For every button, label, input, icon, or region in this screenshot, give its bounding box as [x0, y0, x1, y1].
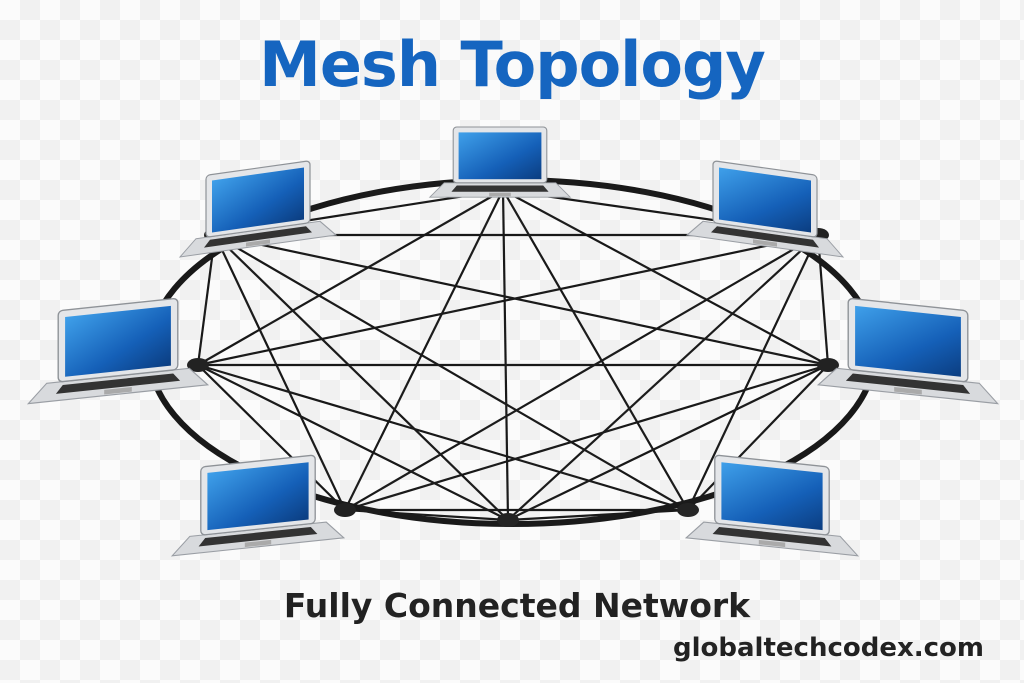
- laptop-icon: [816, 297, 1000, 405]
- mesh-link: [214, 234, 689, 511]
- mesh-link: [816, 234, 830, 366]
- laptop-icon: [428, 126, 572, 198]
- diagram-title: Mesh Topology: [259, 28, 766, 101]
- mesh-link: [197, 189, 504, 366]
- mesh-link: [344, 508, 509, 522]
- laptop-top-right[interactable]: [685, 157, 845, 258]
- mesh-link: [501, 189, 510, 521]
- mesh-link: [197, 364, 509, 521]
- connector-node: [817, 358, 839, 372]
- laptop-icon: [170, 454, 346, 557]
- laptop-left[interactable]: [26, 295, 210, 405]
- mesh-link: [687, 364, 829, 511]
- laptop-bottom-right[interactable]: [684, 452, 860, 557]
- laptop-top-left[interactable]: [178, 157, 338, 258]
- mesh-link: [196, 234, 217, 366]
- mesh-link: [507, 364, 829, 521]
- laptop-top[interactable]: [428, 126, 572, 198]
- laptop-icon: [685, 160, 845, 258]
- laptop-bottom-left[interactable]: [170, 452, 346, 557]
- mesh-link: [502, 189, 689, 511]
- mesh-link: [197, 363, 689, 512]
- mesh-link: [214, 233, 829, 367]
- mesh-link: [507, 508, 689, 522]
- mesh-link: [197, 233, 819, 367]
- mesh-link: [214, 234, 346, 511]
- mesh-link: [502, 189, 829, 366]
- mesh-link: [344, 189, 504, 511]
- connector-node: [334, 503, 356, 517]
- laptop-right[interactable]: [816, 295, 1000, 405]
- connector-node: [677, 503, 699, 517]
- mesh-link: [344, 234, 819, 511]
- laptop-icon: [684, 454, 860, 557]
- connector-node: [187, 358, 209, 372]
- connector-node: [497, 513, 519, 527]
- mesh-link: [344, 363, 829, 512]
- mesh-link: [197, 364, 346, 511]
- mesh-link: [687, 234, 819, 511]
- watermark: globaltechcodex.com: [673, 633, 984, 663]
- laptop-icon: [178, 160, 338, 258]
- laptop-icon: [26, 297, 210, 405]
- mesh-link: [214, 234, 509, 521]
- diagram-subtitle: Fully Connected Network: [283, 586, 751, 625]
